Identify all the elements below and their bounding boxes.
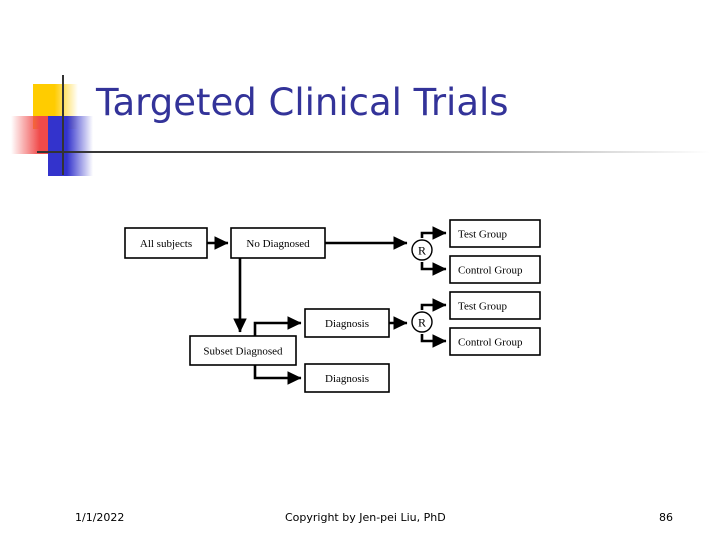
- node-subset-diagnosed: Subset Diagnosed: [189, 335, 297, 366]
- node-control-group-top: Control Group: [449, 255, 541, 284]
- randomization-symbol-top: R: [418, 244, 426, 258]
- node-label-control-group-top: Control Group: [458, 265, 523, 277]
- footer-date: 1/1/2022: [75, 511, 125, 524]
- flowchart-connectors: [207, 226, 447, 385]
- randomization-symbol-bottom: R: [418, 316, 426, 330]
- node-label-all-subjects: All subjects: [140, 238, 192, 250]
- node-all-subjects: All subjects: [124, 227, 208, 259]
- node-label-control-group-bottom: Control Group: [458, 337, 523, 349]
- node-randomization-top: R: [411, 239, 433, 261]
- edge-rand-bottom-to-control-group: [420, 334, 447, 348]
- node-control-group-bottom: Control Group: [449, 327, 541, 356]
- node-label-diagnosis-upper: Diagnosis: [325, 318, 369, 330]
- edge-subset-to-diagnosis-upper: [253, 316, 302, 336]
- edge-rand-top-to-control-group: [420, 262, 447, 276]
- slide-footer: 1/1/2022 Copyright by Jen-pei Liu, PhD 8…: [0, 508, 720, 532]
- edge-subset-to-diagnosis-lower: [253, 365, 302, 385]
- decor-horizontal-tick: [37, 151, 77, 153]
- node-label-subset-diagnosed: Subset Diagnosed: [203, 346, 283, 358]
- title-underline-rule: [62, 151, 710, 153]
- slide-title-area: Targeted Clinical Trials: [0, 0, 720, 176]
- edge-rand-top-to-test-group: [420, 226, 447, 240]
- node-diagnosis-upper: Diagnosis: [304, 308, 390, 338]
- node-label-diagnosis-lower: Diagnosis: [325, 373, 369, 385]
- node-label-test-group-top: Test Group: [458, 229, 508, 241]
- node-no-diagnosed: No Diagnosed: [230, 227, 326, 259]
- decor-vertical-rule: [62, 75, 64, 175]
- page-title: Targeted Clinical Trials: [96, 81, 509, 124]
- node-test-group-bottom: Test Group: [449, 291, 541, 320]
- node-label-no-diagnosed: No Diagnosed: [246, 238, 310, 250]
- node-label-test-group-bottom: Test Group: [458, 301, 508, 313]
- decor-blue-square: [48, 116, 93, 176]
- footer-page-number: 86: [659, 511, 673, 524]
- node-diagnosis-lower: Diagnosis: [304, 363, 390, 393]
- footer-copyright: Copyright by Jen-pei Liu, PhD: [285, 511, 446, 524]
- node-test-group-top: Test Group: [449, 219, 541, 248]
- node-randomization-bottom: R: [411, 311, 433, 333]
- edge-rand-bottom-to-test-group: [420, 298, 447, 312]
